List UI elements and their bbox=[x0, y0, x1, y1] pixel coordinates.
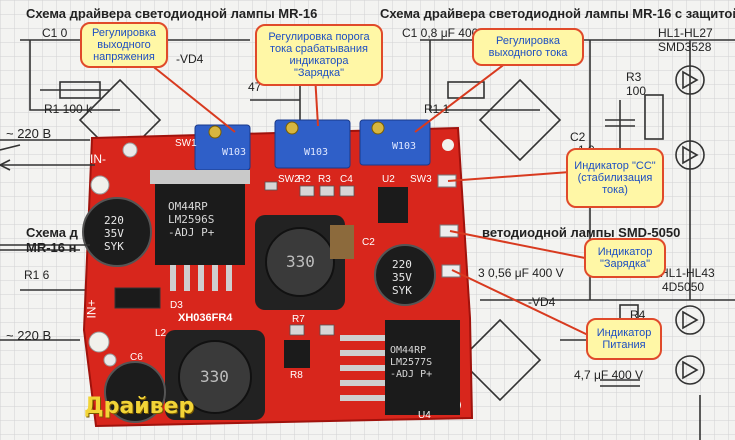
label-c1-right: C1 0,8 μF 400V bbox=[402, 26, 487, 40]
label-r1-left: R1 100 k bbox=[44, 102, 93, 116]
callout-cc-indicator: Индикатор "CC" (стабилизация тока) bbox=[566, 148, 664, 208]
cap-2-marking: 220 35V SYK bbox=[392, 258, 412, 297]
cap-1-marking: 220 35V SYK bbox=[104, 214, 124, 253]
label-r3: R3 bbox=[626, 70, 642, 84]
silk-u4: U4 bbox=[418, 410, 431, 421]
label-mains-bottom: ~ 220 В bbox=[6, 328, 52, 343]
silk-l2: L2 bbox=[155, 328, 167, 339]
callout-charge-indicator: Индикатор "Зарядка" bbox=[584, 238, 666, 278]
lm2577-marking: OM44RP LM2577S -ADJ P+ bbox=[390, 345, 433, 380]
silk-u2: U2 bbox=[382, 174, 395, 185]
callout-power-indicator: Индикатор Питания bbox=[586, 318, 662, 360]
silk-r3: R3 bbox=[318, 174, 331, 185]
label-c2: C2 bbox=[570, 130, 586, 144]
trimmer-1-marking: W103 bbox=[222, 147, 247, 158]
label-smd-mid: 4D5050 bbox=[662, 280, 705, 294]
label-cap-mid: 3 0,56 μF 400 V bbox=[478, 266, 564, 280]
silk-in-minus: IN- bbox=[90, 152, 106, 166]
pcb-board bbox=[0, 119, 474, 428]
silk-c4: C4 bbox=[340, 174, 353, 185]
image-caption: Драйвер bbox=[84, 394, 195, 419]
callout-pointers bbox=[144, 59, 589, 336]
silk-r7: R7 bbox=[292, 314, 305, 325]
schematic-title-mid-left-2: MR-16 н bbox=[26, 240, 77, 255]
silk-c6: C6 bbox=[130, 352, 143, 363]
silk-sw2: SW2 bbox=[278, 174, 300, 185]
schematic-title-mid-right: ветодиодной лампы SMD-5050 bbox=[482, 225, 681, 240]
schematic-title-right: Схема драйвера светодиодной лампы MR-16 … bbox=[380, 6, 735, 21]
trimmer-3-marking: W103 bbox=[392, 141, 417, 152]
label-r1-6: R1 6 bbox=[24, 268, 50, 282]
silk-in-plus: IN+ bbox=[84, 299, 99, 319]
silk-sw3: SW3 bbox=[410, 174, 432, 185]
callout-current-adjust: Регулировка выходного тока bbox=[472, 28, 584, 66]
silk-board-name: XH036FR4 bbox=[178, 312, 233, 324]
label-vd4-right: -VD4 bbox=[528, 295, 556, 309]
inductor-2-marking: 330 bbox=[200, 367, 229, 386]
callout-threshold-adjust: Регулировка порога тока срабатывания инд… bbox=[255, 24, 383, 86]
silk-d3: D3 bbox=[170, 300, 183, 311]
silk-r8: R8 bbox=[290, 370, 303, 381]
silk-r2: R2 bbox=[298, 174, 311, 185]
trimmer-2-marking: W103 bbox=[304, 147, 329, 158]
lm2596-marking: OM44RP LM2596S -ADJ P+ bbox=[168, 200, 215, 239]
label-mains-top: ~ 220 В bbox=[6, 126, 52, 141]
label-hl-mid: HL1-HL43 bbox=[660, 266, 715, 280]
schematic-title-left: Схема драйвера светодиодной лампы MR-16 bbox=[26, 6, 318, 21]
silk-c2: C2 bbox=[362, 237, 375, 248]
label-r3-val: 100 bbox=[626, 84, 647, 98]
label-vd4-left: -VD4 bbox=[176, 52, 204, 66]
inductor-1-marking: 330 bbox=[286, 252, 315, 271]
schematic-title-mid-left-1: Схема д bbox=[26, 225, 78, 240]
label-cap-bottom: 4,7 μF 400 V bbox=[574, 368, 643, 382]
silk-sw1: SW1 bbox=[175, 138, 197, 149]
label-smd-top: SMD3528 bbox=[658, 40, 712, 54]
label-hl-top: HL1-HL27 bbox=[658, 26, 713, 40]
label-c1-left: C1 0 bbox=[42, 26, 68, 40]
callout-voltage-adjust: Регулировка выходного напряжения bbox=[80, 22, 168, 68]
label-r1-right: R1 1 bbox=[424, 102, 450, 116]
